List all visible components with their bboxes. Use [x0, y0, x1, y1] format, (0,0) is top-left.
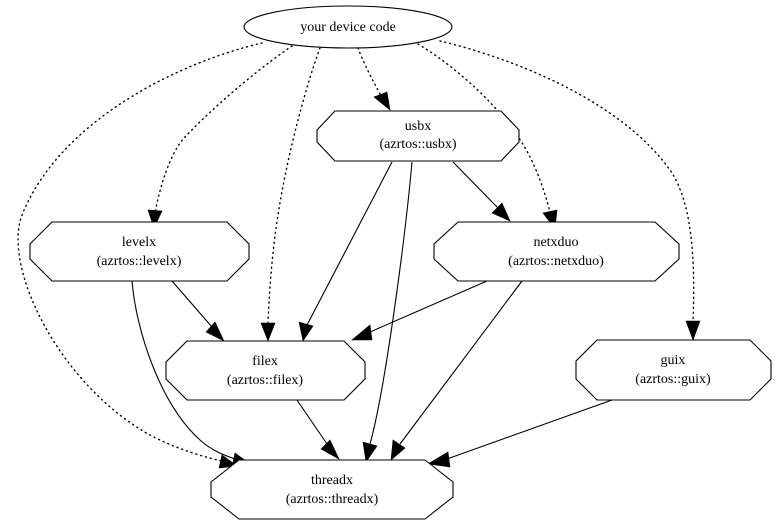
node-label-guix-line2: (azrtos::guix)	[635, 372, 711, 387]
node-threadx[interactable]: threadx (azrtos::threadx)	[210, 459, 454, 520]
node-shape-octagon	[575, 339, 772, 401]
node-label-threadx-line2: (azrtos::threadx)	[286, 492, 379, 507]
node-label-levelx-line2: (azrtos::levelx)	[97, 254, 182, 269]
edge-netxduo-threadx	[390, 280, 523, 461]
node-your-device-code[interactable]: your device code	[243, 5, 453, 49]
edge-device-guix	[439, 40, 701, 341]
edge-device-usbx	[357, 47, 391, 111]
node-shape-octagon	[165, 340, 366, 401]
node-label-device-line1: your device code	[300, 20, 396, 35]
edge-levelx-filex	[171, 280, 225, 342]
node-label-netxduo-line1: netxduo	[533, 235, 578, 250]
edge-usbx-netxduo	[452, 161, 511, 222]
node-label-filex-line1: filex	[252, 354, 278, 369]
node-label-usbx-line2: (azrtos::usbx)	[380, 137, 457, 152]
node-label-filex-line2: (azrtos::filex)	[227, 373, 304, 388]
node-levelx[interactable]: levelx (azrtos::levelx)	[29, 221, 250, 282]
edge-usbx-filex	[298, 161, 393, 342]
edge-device-filex	[260, 47, 321, 342]
node-netxduo[interactable]: netxduo (azrtos::netxduo)	[433, 221, 680, 282]
node-label-threadx-line1: threadx	[311, 473, 353, 488]
node-guix[interactable]: guix (azrtos::guix)	[575, 339, 772, 401]
node-label-levelx-line1: levelx	[122, 235, 156, 250]
edge-netxduo-filex	[351, 280, 488, 341]
edge-filex-threadx	[296, 399, 340, 460]
edge-device-levelx	[147, 45, 293, 229]
node-label-usbx-line1: usbx	[405, 119, 431, 134]
node-shape-ellipse	[243, 5, 453, 49]
node-filex[interactable]: filex (azrtos::filex)	[165, 340, 366, 401]
edge-usbx-threadx	[362, 161, 413, 463]
node-shape-octagon	[433, 221, 680, 282]
node-usbx[interactable]: usbx (azrtos::usbx)	[316, 110, 520, 162]
node-shape-octagon	[316, 110, 520, 162]
node-label-netxduo-line2: (azrtos::netxduo)	[508, 254, 604, 269]
node-label-guix-line1: guix	[661, 353, 686, 368]
node-shape-octagon	[29, 221, 250, 282]
edge-group-solid	[131, 161, 613, 468]
node-shape-octagon	[210, 459, 454, 520]
edge-guix-threadx	[427, 399, 613, 468]
